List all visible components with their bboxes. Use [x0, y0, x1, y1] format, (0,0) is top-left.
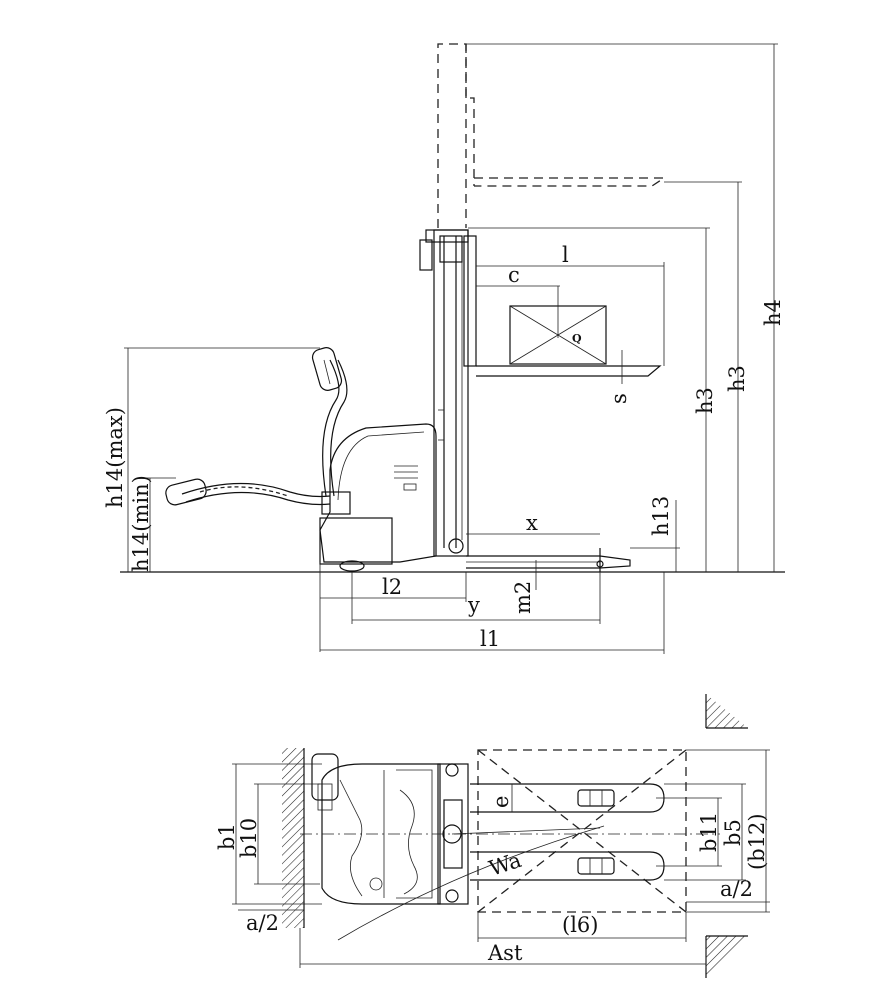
b5-label: b5: [721, 819, 745, 846]
dim-y: y: [351, 572, 601, 624]
h4-label: h4: [761, 299, 785, 326]
h13-label: h13: [649, 496, 673, 536]
dim-a2-left: a/2: [238, 909, 304, 935]
h14-min-label: h14(min): [129, 475, 153, 572]
b11-label: b11: [697, 812, 721, 852]
dim-b11: b11: [656, 797, 722, 867]
dim-l1: l1: [320, 572, 665, 654]
y-label: y: [467, 593, 480, 617]
top-view: Wa b1 b10 e b11: [215, 694, 770, 978]
dim-l2: l2: [319, 562, 467, 652]
truck-top-body: [311, 753, 469, 905]
dim-h3-outer: h3: [664, 181, 749, 572]
dim-x: x: [466, 511, 600, 535]
m2-label: m2: [511, 581, 535, 614]
dim-ast: Ast: [299, 928, 707, 968]
dim-m2: m2: [511, 560, 537, 614]
dim-a2-right: a/2: [686, 877, 770, 903]
load-box: Q: [509, 286, 607, 365]
h3-inner-label: h3: [693, 387, 717, 414]
dim-h14-max: h14(max): [103, 347, 320, 572]
l6-label: (l6): [562, 913, 598, 937]
h3-outer-label: h3: [725, 365, 749, 392]
wa-label: Wa: [486, 848, 524, 881]
e-label: e: [489, 796, 513, 808]
a2-right-label: a/2: [720, 877, 753, 901]
dim-b12: (b12): [686, 749, 770, 913]
s-label: s: [607, 393, 631, 404]
l1-label: l1: [480, 627, 500, 651]
b1-label: b1: [215, 823, 239, 850]
forks-raised: [476, 365, 662, 377]
dim-b10: b10: [237, 783, 320, 885]
extended-mast-outline: [437, 43, 667, 228]
dim-c: c: [476, 263, 560, 287]
load-label: Q: [572, 332, 582, 345]
dim-e: e: [489, 784, 513, 812]
l-label: l: [562, 243, 569, 267]
dim-h13: h13: [630, 496, 680, 572]
dim-s: s: [607, 350, 631, 404]
dim-h4: h4: [466, 43, 785, 572]
c-label: c: [508, 263, 520, 287]
dim-h14-min: h14(min): [129, 475, 176, 572]
h14-max-label: h14(max): [103, 407, 127, 508]
wall-hatch-top-right: [706, 694, 748, 728]
b12-label: (b12): [745, 813, 769, 870]
pallet-outline: [477, 749, 687, 913]
side-view: Q: [103, 43, 785, 654]
dim-h3-inner: h3: [468, 227, 717, 572]
wall-hatch-left: [282, 748, 304, 928]
dim-b5: b5: [664, 783, 746, 881]
dim-l: l: [476, 243, 665, 366]
dim-b1: b1: [215, 763, 322, 905]
truck-body: [319, 423, 437, 572]
tiller-handle-max: [311, 347, 348, 497]
a2-left-label: a/2: [246, 911, 279, 935]
l2-label: l2: [382, 575, 402, 599]
dim-l6: (l6): [477, 912, 687, 942]
mast: [419, 229, 477, 557]
x-label: x: [526, 511, 538, 535]
forks-lowered: [466, 548, 631, 572]
wall-hatch-bottom-right: [706, 936, 748, 978]
ast-label: Ast: [487, 941, 523, 965]
b10-label: b10: [237, 818, 261, 858]
tiller-handle-min: [165, 478, 331, 506]
